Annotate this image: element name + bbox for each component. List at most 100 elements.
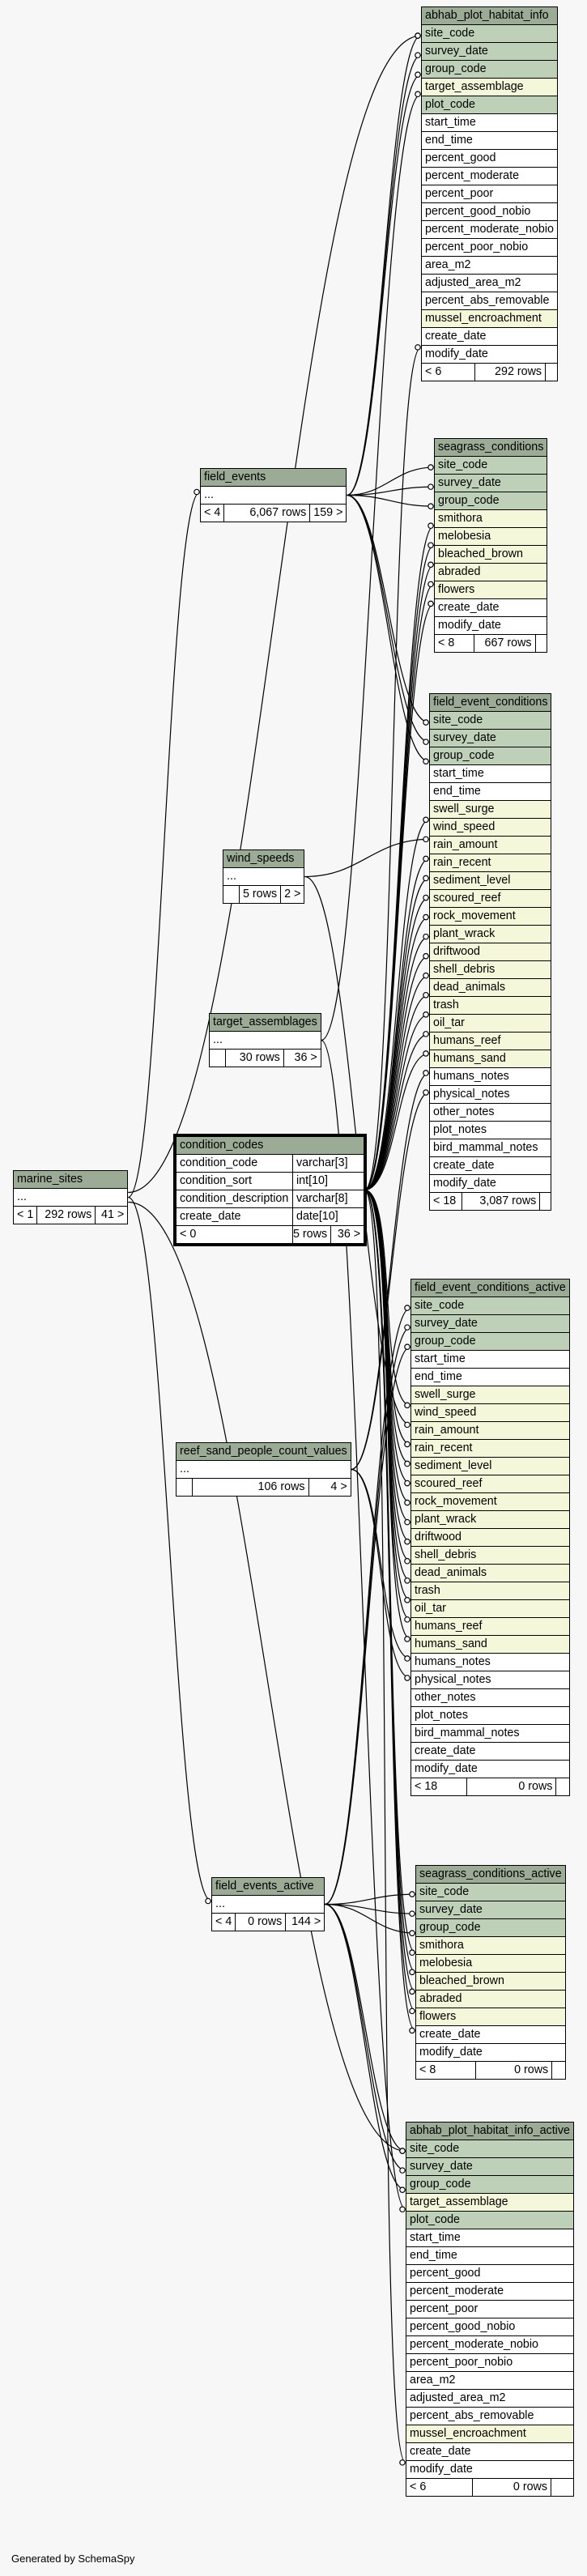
column-group-code: group_code (415, 1918, 566, 1937)
column-smithora: smithora (415, 1936, 566, 1955)
column-end-time: end_time (421, 131, 558, 150)
column-type: varchar[8] (291, 1190, 365, 1208)
column-sediment-level: sediment_level (428, 871, 552, 890)
table-header: condition_codes (175, 1136, 365, 1155)
parents-count (223, 885, 240, 904)
column-percent-poor: percent_poor (406, 2300, 574, 2318)
edge-end-marker (194, 488, 200, 496)
column-area-m2: area_m2 (421, 256, 558, 275)
parents-count: < 18 (428, 1192, 463, 1211)
table-header: field_event_conditions_active (410, 1279, 570, 1297)
table-header: target_assemblages (209, 1013, 321, 1032)
row-count: 5 rows (294, 1226, 332, 1243)
column-percent-good: percent_good (421, 149, 558, 168)
column-survey-date: survey_date (428, 729, 552, 747)
children-count (545, 363, 558, 381)
edge-end-marker (423, 758, 429, 764)
relationship-edge-35 (364, 602, 435, 1191)
column-scoured-reef: scoured_reef (428, 889, 552, 908)
edge-end-marker (423, 894, 429, 901)
columns-ellipsis: ... (222, 867, 305, 886)
edge-end-marker (404, 1305, 410, 1311)
column-flowers: flowers (433, 581, 548, 599)
edge-end-marker (409, 2027, 415, 2034)
relationship-edge-2 (347, 74, 422, 496)
column-mussel-encroachment: mussel_encroachment (406, 2425, 574, 2443)
edge-end-marker (404, 1538, 410, 1545)
relationship-edge-27 (351, 1092, 430, 1471)
table-header: field_events_active (211, 1877, 325, 1896)
column-humans-notes: humans_notes (410, 1653, 570, 1671)
edge-end-marker (423, 875, 429, 882)
relationship-edge-46 (364, 1033, 430, 1191)
column-percent-moderate-nobio: percent_moderate_nobio (406, 2335, 574, 2354)
relationship-edge-19 (128, 1196, 212, 1902)
children-count: 159 > (309, 504, 347, 522)
column-site-code: site_code (415, 1883, 566, 1901)
relationship-edge-21 (128, 1201, 406, 2152)
parents-count: < 6 (421, 363, 475, 381)
edge-end-marker (404, 1441, 410, 1448)
columns-ellipsis: ... (211, 1895, 325, 1914)
column-percent-poor-nobio: percent_poor_nobio (406, 2353, 574, 2372)
relationship-edge-28 (351, 1468, 411, 1659)
column-start-time: start_time (421, 113, 558, 132)
edge-end-marker (404, 1460, 410, 1467)
column-group-code: group_code (433, 492, 548, 510)
column-percent-poor: percent_poor (421, 185, 558, 203)
edge-end-marker (423, 1011, 429, 1018)
table-header: seagrass_conditions_active (415, 1865, 566, 1884)
column-plot-code: plot_code (406, 2211, 574, 2229)
column-other-notes: other_notes (428, 1103, 552, 1122)
edge-end-marker (427, 542, 434, 549)
relationship-edge-65 (364, 1189, 406, 2463)
edge-end-marker (404, 1597, 410, 1603)
relationship-edge-30 (364, 347, 422, 1191)
column-modify-date: modify_date (406, 2460, 574, 2479)
column-physical-notes: physical_notes (428, 1085, 552, 1104)
column-humans-sand: humans_sand (410, 1635, 570, 1654)
column-site-code: site_code (406, 2140, 574, 2158)
generated-by-label: Generated by SchemaSpy (11, 2553, 135, 2565)
column-create-date: create_date (428, 1156, 552, 1175)
row-count: 292 rows (474, 363, 547, 381)
table-reef-sand-people-count-values[interactable]: reef_sand_people_count_values...106 rows… (175, 1442, 351, 1497)
column-survey-date: survey_date (406, 2157, 574, 2176)
column-percent-moderate: percent_moderate (421, 167, 558, 185)
row-count: 667 rows (473, 634, 536, 653)
relationship-edge-8 (347, 494, 430, 762)
column-survey-date: survey_date (433, 474, 548, 492)
relationship-edge-5 (347, 494, 435, 507)
column-percent-moderate-nobio: percent_moderate_nobio (421, 220, 558, 239)
table-header: abhab_plot_habitat_info (421, 6, 558, 25)
table-header: abhab_plot_habitat_info_active (406, 2122, 574, 2140)
relationship-edge-18 (128, 491, 201, 1199)
parents-count: < 18 (410, 1778, 468, 1796)
column-plant-wrack: plant_wrack (410, 1510, 570, 1529)
relationship-edge-29 (351, 1468, 411, 1679)
children-count: 36 > (337, 1228, 361, 1241)
column-mussel-encroachment: mussel_encroachment (421, 309, 558, 328)
relationship-edge-36 (364, 819, 430, 1191)
row-count: 6,067 rows (223, 504, 311, 522)
children-count (551, 2061, 566, 2080)
column-group-code: group_code (428, 747, 552, 765)
parents-count: < 4 (211, 1913, 236, 1931)
column-end-time: end_time (406, 2246, 574, 2265)
edge-end-marker (404, 1324, 410, 1331)
edge-end-marker (427, 600, 434, 607)
column-humans-notes: humans_notes (428, 1067, 552, 1086)
relationship-edge-16 (325, 1903, 406, 2171)
